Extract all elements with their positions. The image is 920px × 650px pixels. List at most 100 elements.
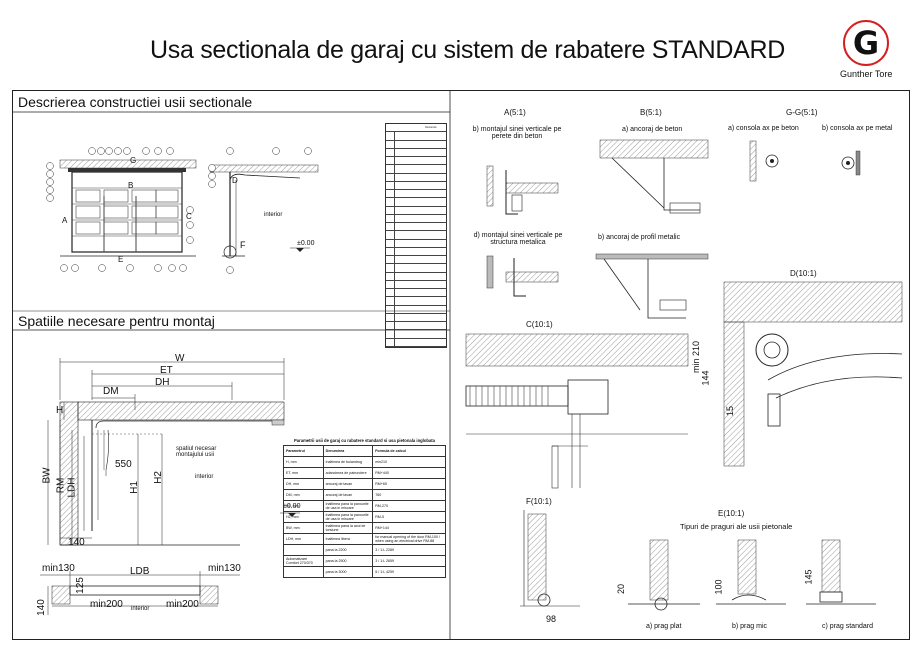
section-title-description: Descrierea constructiei usii sectionale	[18, 94, 253, 110]
legend-row	[386, 280, 446, 289]
label-B: B	[128, 181, 134, 190]
legend-table: Denumire	[385, 123, 447, 348]
legend-row	[386, 214, 446, 223]
threshold-standard-label: c) prag standard	[822, 623, 873, 630]
detail-A-subtitle: b) montajul sinei verticale pe perete di…	[472, 126, 562, 140]
detail-GG-title: G-G(5:1)	[786, 108, 818, 117]
label-F: F	[240, 240, 246, 250]
detail-F-title: F(10:1)	[526, 497, 552, 506]
label-level-top: ±0.00	[297, 240, 315, 247]
legend-row	[386, 338, 446, 347]
dim-140-section: 140	[68, 537, 85, 548]
param-cell: 5 / 1:L 4259	[372, 566, 446, 578]
dim-144-detail: 144	[700, 370, 711, 386]
threshold-flat-label: a) prag plat	[646, 623, 682, 630]
dim-LDB: LDB	[130, 566, 150, 577]
detail-C-title: C(10:1)	[526, 320, 553, 329]
legend-row	[386, 330, 446, 339]
legend-row	[386, 198, 446, 207]
legend-row	[386, 313, 446, 322]
parameter-table-title: Parametrii usii de garaj cu rabatere sta…	[293, 438, 436, 443]
parameter-table-box: Parametrii usii de garaj cu rabatere sta…	[283, 438, 446, 578]
label-interior-section: interior	[195, 474, 214, 480]
legend-row	[386, 231, 446, 240]
dim-H: H	[56, 405, 64, 416]
label-interior-top: interior	[264, 212, 283, 218]
logo-letter: G	[852, 24, 880, 62]
dim-min130-left: min130	[42, 563, 75, 574]
label-G: G	[130, 156, 137, 165]
legend-row	[386, 256, 446, 265]
detail-B-subtitle: a) ancoraj de beton	[622, 126, 683, 133]
detail-E-title: E(10:1)	[718, 509, 745, 518]
legend-row	[386, 239, 446, 248]
drawing-frame	[12, 90, 910, 640]
legend-row	[386, 264, 446, 273]
legend-row	[386, 148, 446, 157]
legend-row	[386, 223, 446, 232]
label-A: A	[62, 216, 68, 225]
dim-20-detail: 20	[616, 583, 627, 595]
label-interior-plan: interior	[131, 606, 150, 612]
legend-row	[386, 305, 446, 314]
detail-A-title: A(5:1)	[504, 108, 526, 117]
dim-min200-right: min200	[166, 599, 199, 610]
legend-row	[386, 181, 446, 190]
dim-ET: ET	[160, 365, 173, 376]
dim-100-detail: 100	[713, 579, 724, 595]
dim-550: 550	[115, 459, 132, 470]
legend-row	[386, 173, 446, 182]
legend-row	[386, 190, 446, 199]
param-cell	[283, 566, 324, 578]
dim-98-detail: 98	[546, 614, 557, 624]
legend-row	[386, 272, 446, 281]
label-C: C	[186, 212, 192, 221]
page-title: Usa sectionala de garaj cu sistem de rab…	[150, 36, 786, 64]
threshold-small-label: b) prag mic	[732, 623, 768, 630]
section-title-spaces: Spatiile necesare pentru montaj	[18, 313, 215, 329]
dim-min130-right: min130	[208, 563, 241, 574]
detail-E-heading: Tipuri de praguri ale usii pietonale	[680, 522, 793, 531]
brand-logo: G	[843, 20, 889, 66]
legend-title: Denumire	[425, 126, 437, 129]
legend-row	[386, 140, 446, 149]
detail-B-profile-subtitle: b) ancoraj de profil metalic	[598, 234, 681, 241]
dim-145-detail: 145	[803, 569, 814, 585]
brand-name: Gunther Tore	[840, 69, 893, 79]
legend-row	[386, 157, 446, 166]
legend-row	[386, 322, 446, 331]
dim-DM: DM	[103, 386, 119, 397]
detail-D-title: D(10:1)	[790, 269, 817, 278]
legend-row	[386, 132, 446, 141]
dim-15-detail: 15	[725, 405, 736, 417]
dim-min210-detail: min 210	[691, 340, 702, 374]
legend-row	[386, 297, 446, 306]
mounting-space-note: spatiul necesar montajului usii	[176, 446, 217, 458]
detail-D-metal-subtitle: d) montajul sinei verticale pe structura…	[473, 232, 563, 246]
dim-DH: DH	[155, 377, 170, 388]
detail-B-title: B(5:1)	[640, 108, 662, 117]
dim-min200-left: min200	[90, 599, 123, 610]
label-D: D	[232, 176, 238, 185]
label-E: E	[118, 255, 124, 264]
legend-row	[386, 165, 446, 174]
detail-GG-sub-a: a) consola ax pe beton	[728, 125, 799, 132]
dim-W: W	[175, 353, 185, 364]
detail-GG-sub-b: b) consola ax pe metal	[822, 125, 893, 132]
legend-row	[386, 289, 446, 298]
legend-row	[386, 247, 446, 256]
legend-row	[386, 206, 446, 215]
